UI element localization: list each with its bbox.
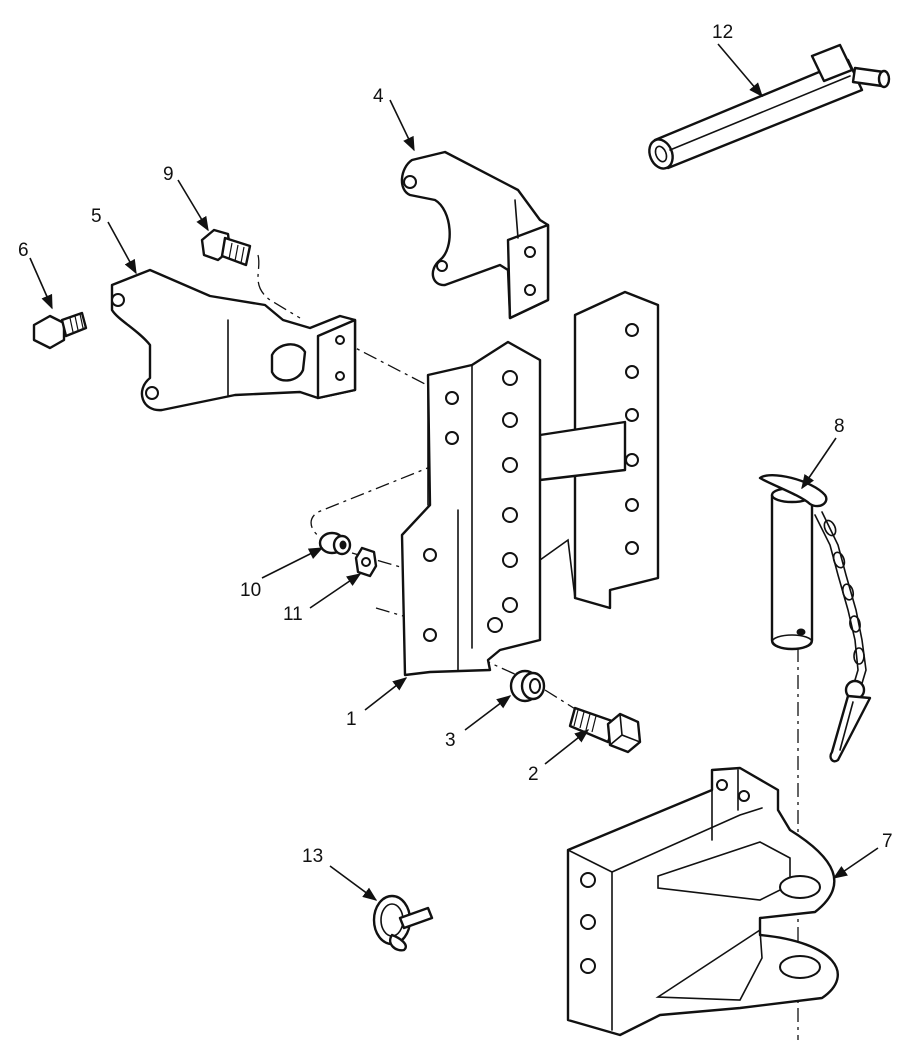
- part-8-pin-with-chain: [758, 473, 872, 763]
- leader-lines: [29, 43, 879, 901]
- part-2-bolt: [568, 706, 642, 754]
- callout-9: 9: [163, 164, 174, 185]
- part-9-bolt: [200, 228, 252, 267]
- part-13-ring-pin: [372, 894, 434, 952]
- callout-2: 2: [528, 764, 539, 785]
- part-4-bracket: [400, 150, 550, 320]
- callout-6: 6: [18, 240, 29, 261]
- callout-12: 12: [712, 22, 733, 43]
- callout-8: 8: [834, 416, 845, 437]
- callout-labels: 1 2 3 4 5 6 7 8 9 10 11 12 13: [18, 22, 893, 867]
- callout-11: 11: [283, 604, 303, 625]
- part-10-spacer: [318, 531, 352, 556]
- callout-3: 3: [445, 730, 456, 751]
- part-1-hitch-frame: [400, 290, 660, 677]
- callout-10: 10: [240, 580, 261, 601]
- callout-4: 4: [373, 86, 384, 107]
- part-3-washer: [509, 669, 546, 703]
- part-6-bolt: [32, 311, 88, 350]
- callout-1: 1: [346, 709, 357, 730]
- part-7-clevis: [566, 766, 839, 1037]
- part-12-pin: [648, 43, 891, 170]
- callout-7: 7: [882, 831, 893, 852]
- part-5-bracket: [110, 268, 357, 412]
- callout-5: 5: [91, 206, 102, 227]
- callout-13: 13: [302, 846, 323, 867]
- part-11-nut: [354, 546, 378, 578]
